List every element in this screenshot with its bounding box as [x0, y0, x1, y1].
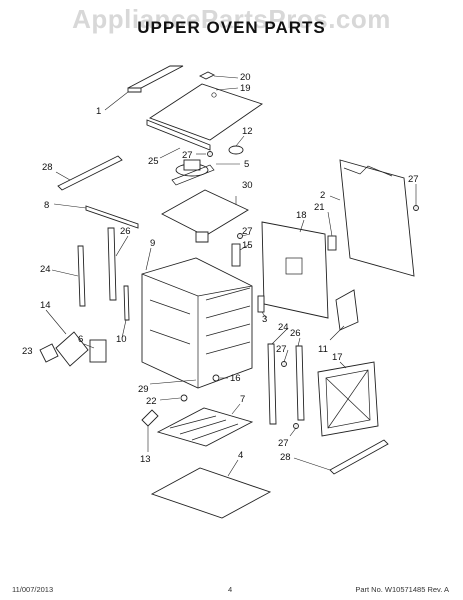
- footer-part-number: Part No. W10571485 Rev. A: [355, 585, 449, 594]
- part-22-fastener: [180, 394, 188, 402]
- callout-18: 18: [296, 210, 307, 221]
- callout-2: 2: [320, 190, 325, 201]
- callout-27-a: 27: [182, 150, 193, 161]
- callout-27-b: 27: [408, 174, 419, 185]
- callout-24-b: 24: [278, 322, 289, 333]
- callout-16: 16: [230, 373, 241, 384]
- callout-4: 4: [238, 450, 243, 461]
- part-2-back-wrapper: [339, 159, 415, 277]
- callout-27-c: 27: [242, 226, 253, 237]
- part-25-front-rail: [146, 119, 211, 151]
- callout-3: 3: [262, 314, 267, 325]
- callout-28-a: 28: [42, 162, 53, 173]
- part-3-bracket: [257, 295, 265, 313]
- part-26-right-side-rail: [295, 345, 305, 421]
- callout-23: 23: [22, 346, 33, 357]
- part-4-lower-tray: [150, 467, 272, 519]
- part-10-side-strip: [123, 285, 130, 321]
- callout-30: 30: [242, 180, 253, 191]
- part-24-left-side-rail: [77, 245, 86, 307]
- screw-group: [207, 151, 419, 429]
- callout-19: 19: [240, 83, 251, 94]
- part-5-blower-motor: [171, 159, 215, 186]
- part-7-oven-rack: [156, 407, 254, 447]
- callout-29: 29: [138, 384, 149, 395]
- callout-11: 11: [318, 344, 328, 355]
- callout-20: 20: [240, 72, 251, 83]
- callout-7: 7: [240, 394, 245, 405]
- part-26-side-rail: [107, 227, 117, 301]
- footer-page-number: 4: [228, 585, 233, 594]
- callout-21: 21: [314, 202, 325, 213]
- footer-date: 11/007/2013: [12, 585, 54, 594]
- part-11-clip: [335, 289, 359, 331]
- part-14-light-lens: [55, 331, 89, 367]
- leader-lines: [45, 75, 417, 477]
- callout-15: 15: [242, 240, 253, 251]
- part-6-light-socket: [89, 339, 107, 363]
- callout-10: 10: [116, 334, 127, 345]
- callout-13: 13: [140, 454, 151, 465]
- callout-17: 17: [332, 352, 343, 363]
- part-9-oven-cavity: [141, 257, 253, 389]
- callout-numbers: 20 19 1 12 25 27 5 28 30 2 27 8 18 21 26…: [22, 72, 419, 465]
- part-24-right-side-rail: [267, 343, 277, 425]
- part-17-door-frame: [317, 361, 379, 437]
- part-21-bracket: [327, 235, 337, 251]
- callout-6: 6: [78, 334, 83, 345]
- page-title: UPPER OVEN PARTS: [137, 18, 326, 37]
- callout-25: 25: [148, 156, 159, 167]
- part-1-top-rail: [127, 65, 184, 93]
- callout-22: 22: [146, 396, 157, 407]
- callout-9: 9: [150, 238, 155, 249]
- part-13-hinge: [141, 409, 159, 427]
- callout-26-b: 26: [290, 328, 301, 339]
- callout-24-a: 24: [40, 264, 51, 275]
- part-20-clip: [198, 71, 216, 80]
- callout-28-b: 28: [280, 452, 291, 463]
- part-28-lower-trim: [329, 439, 389, 475]
- callout-12: 12: [242, 126, 253, 137]
- part-15-sensor: [231, 243, 241, 267]
- callout-27-e: 27: [278, 438, 289, 449]
- callout-27-d: 27: [276, 344, 287, 355]
- callout-26-a: 26: [120, 226, 131, 237]
- callout-8: 8: [44, 200, 49, 211]
- callout-5: 5: [244, 159, 249, 170]
- callout-14: 14: [40, 300, 51, 311]
- part-18-rear-panel: [261, 221, 329, 319]
- callout-1: 1: [96, 106, 101, 117]
- part-8-cross-bar: [85, 205, 139, 229]
- part-12-component: [228, 145, 244, 155]
- part-28-upper-trim: [57, 155, 123, 191]
- part-16-fastener: [212, 374, 220, 382]
- part-19-top-panel: [149, 83, 263, 141]
- part-30-duct-tray: [161, 189, 249, 243]
- part-23-light-cover: [39, 343, 59, 363]
